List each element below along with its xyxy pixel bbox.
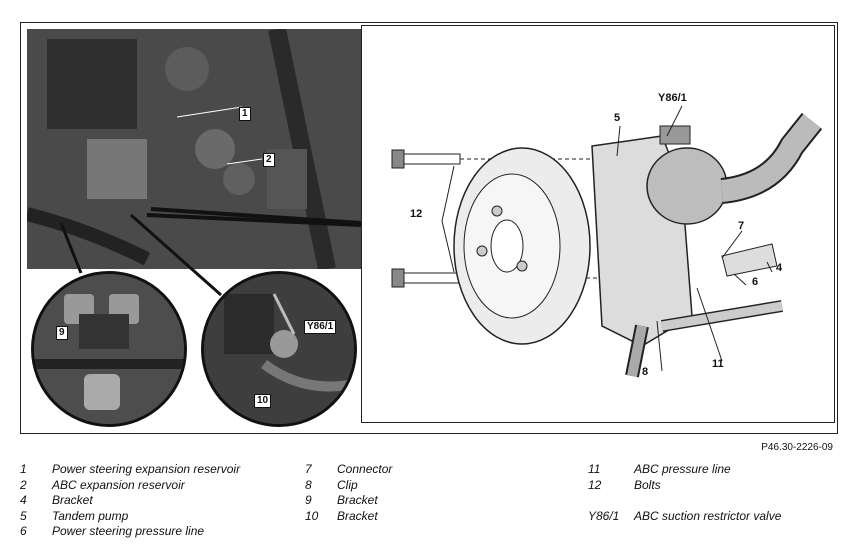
pump-line-drawing: 5 Y86/1 12 7 4 6 8 11 (361, 25, 835, 423)
illustration-figure: 1 2 9 Y86/1 10 (20, 22, 838, 434)
photo-callout-1: 1 (239, 107, 251, 121)
drawing-callout-11: 11 (712, 358, 724, 370)
legend-text: Power steering pressure line (52, 524, 205, 538)
drawing-callout-7: 7 (738, 220, 745, 232)
legend-item: 9 Bracket (305, 493, 378, 507)
drawing-callout-6: 6 (752, 276, 759, 288)
inset-callout-9: 9 (56, 326, 68, 340)
legend-item: 7 Connector (305, 462, 392, 476)
legend-item: 1 Power steering expansion reservoir (20, 462, 240, 476)
legend-text: Tandem pump (52, 509, 129, 523)
drawing-callout-5: 5 (614, 112, 621, 124)
drawing-callout-4: 4 (776, 262, 783, 274)
legend-number: 1 (20, 462, 27, 476)
legend-item: 5 Tandem pump (20, 509, 128, 523)
figure-reference-code: P46.30-2226-09 (761, 442, 833, 453)
legend-item: Y86/1 ABC suction restrictor valve (588, 509, 781, 523)
drawing-callout-y86-1: Y86/1 (658, 92, 687, 104)
legend-item: 11 ABC pressure line (588, 462, 731, 476)
legend-item: 4 Bracket (20, 493, 93, 507)
legend-text: Clip (337, 478, 358, 492)
legend-number: 6 (20, 524, 27, 538)
inset-valve-artwork (204, 274, 354, 424)
legend-text: ABC pressure line (634, 462, 731, 476)
legend-number: 4 (20, 493, 27, 507)
legend-text: Connector (337, 462, 393, 476)
legend-text: ABC expansion reservoir (52, 478, 185, 492)
legend-number: 12 (588, 478, 602, 492)
engine-bay-photo: 1 2 (27, 29, 361, 269)
connector-lines (59, 207, 362, 297)
inset-callout-10: 10 (254, 394, 272, 408)
legend-text: ABC suction restrictor valve (634, 509, 782, 523)
legend-number: 7 (305, 462, 312, 476)
legend-item: 6 Power steering pressure line (20, 524, 204, 538)
engine-bay-artwork (27, 29, 361, 269)
detail-inset-valve: Y86/1 10 (201, 271, 357, 427)
legend-text: Bracket (337, 493, 378, 507)
inset-bracket-artwork (34, 274, 184, 424)
legend-text: Bracket (337, 509, 378, 523)
legend-number: 2 (20, 478, 27, 492)
legend-item: 12 Bolts (588, 478, 661, 492)
pump-artwork (391, 105, 823, 378)
legend-number: Y86/1 (588, 509, 620, 523)
inset-callout-y86-1: Y86/1 (304, 320, 337, 334)
legend-number: 11 (588, 462, 601, 476)
detail-inset-bracket: 9 (31, 271, 187, 427)
legend-item: 10 Bracket (305, 509, 378, 523)
legend-number: 5 (20, 509, 27, 523)
drawing-callout-8: 8 (642, 366, 649, 378)
legend-item: 8 Clip (305, 478, 358, 492)
legend-number: 8 (305, 478, 312, 492)
legend-text: Power steering expansion reservoir (52, 462, 241, 476)
legend-item: 2 ABC expansion reservoir (20, 478, 185, 492)
legend-text: Bracket (52, 493, 93, 507)
legend-number: 9 (305, 493, 312, 507)
drawing-callout-12: 12 (410, 208, 423, 220)
legend-text: Bolts (634, 478, 661, 492)
legend-number: 10 (305, 509, 319, 523)
photo-callout-2: 2 (263, 153, 275, 167)
